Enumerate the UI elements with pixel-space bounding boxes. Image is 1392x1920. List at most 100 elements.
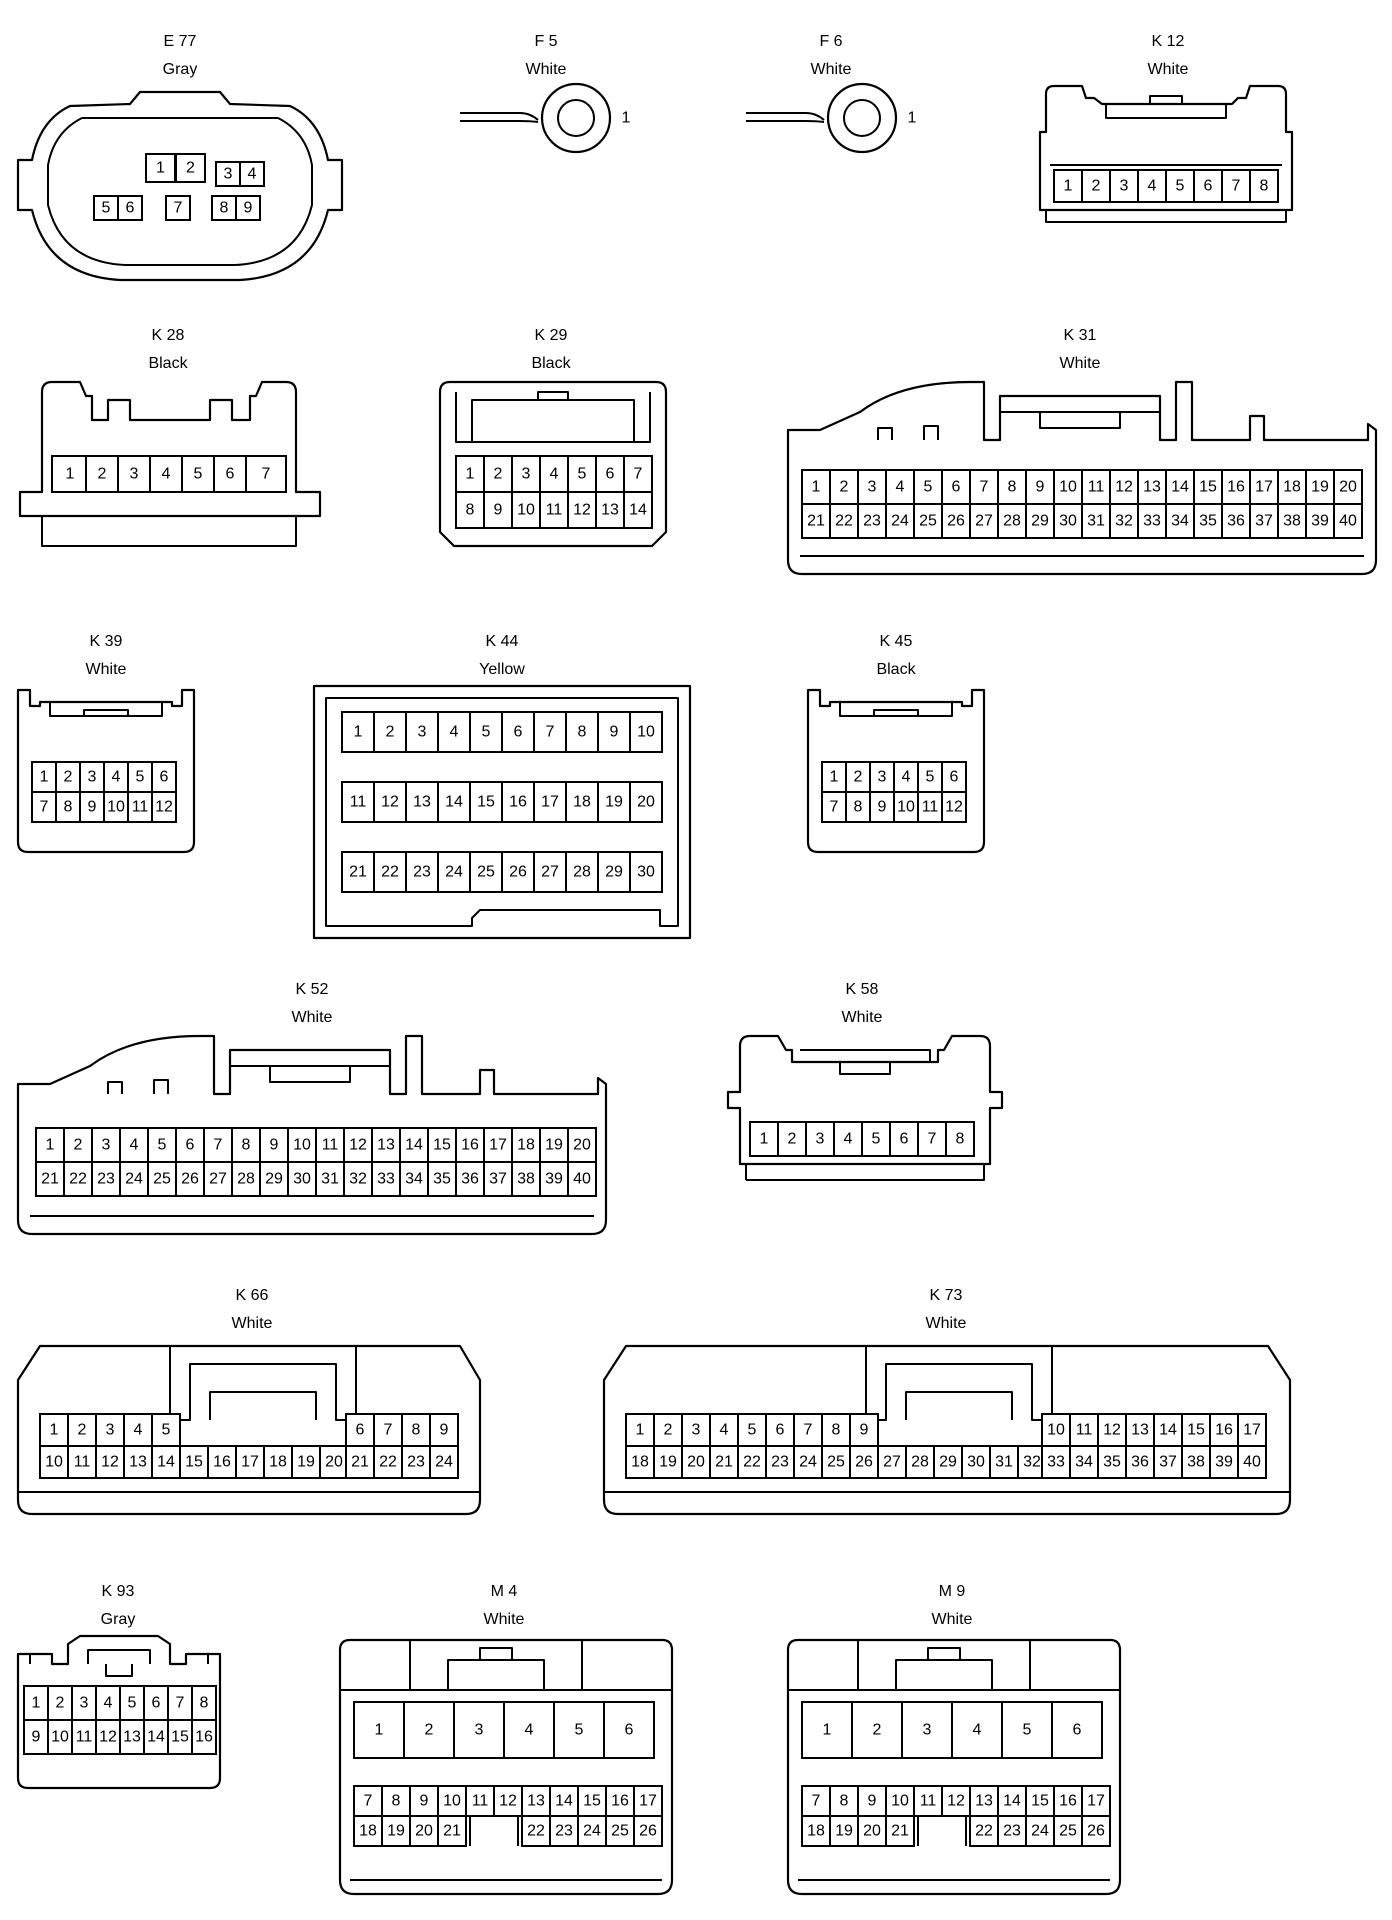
pin-cavity: [469, 711, 503, 753]
pin-number: 16: [213, 1454, 231, 1471]
pin-cavity: [401, 1413, 431, 1447]
pin-number: 7: [176, 1695, 185, 1712]
pin-number: 6: [900, 1131, 909, 1148]
pin-cavity: [501, 851, 535, 893]
pin-number: 39: [1311, 513, 1329, 530]
pin-number: 21: [41, 1171, 59, 1188]
pin-cavity: [405, 851, 439, 893]
pin-cavity: [765, 1413, 795, 1447]
pin-number: 4: [525, 1722, 534, 1739]
pin-number: 5: [136, 769, 145, 786]
pin-number: 37: [1255, 513, 1273, 530]
pin-number: 8: [412, 1422, 421, 1439]
pin-number: 11: [322, 1137, 339, 1154]
pin-number: 4: [1148, 178, 1157, 195]
pin-number: 13: [377, 1137, 395, 1154]
pin-number: 10: [897, 799, 915, 816]
pin-number: 10: [293, 1137, 311, 1154]
pin-number: 4: [896, 479, 905, 496]
pin-number: 8: [1008, 479, 1017, 496]
pin-cavity: [851, 1701, 903, 1759]
pin-number: 19: [835, 1823, 853, 1840]
connector-color: Gray: [101, 1611, 136, 1628]
pin-number: 37: [489, 1171, 507, 1188]
connector-color: White: [232, 1315, 273, 1332]
pin-cavity: [1041, 1445, 1071, 1479]
connector-color: White: [932, 1611, 973, 1628]
pin-number: 6: [625, 1722, 634, 1739]
pin-number: 8: [242, 1137, 251, 1154]
pin-number: 20: [415, 1823, 433, 1840]
connector-color: White: [1148, 61, 1189, 78]
pin-cavity: [493, 1785, 523, 1817]
pin-cavity: [533, 781, 567, 823]
pin-number: 3: [106, 1422, 115, 1439]
pin-number: 10: [517, 502, 535, 519]
connector-id: K 29: [535, 327, 568, 344]
pin-number: 23: [1003, 1823, 1021, 1840]
connector-id: F 6: [819, 33, 842, 50]
pin-number: 33: [1047, 1454, 1065, 1471]
pin-cavity: [403, 1701, 455, 1759]
pin-number: 1: [812, 479, 821, 496]
pin-number: 9: [244, 200, 253, 217]
pin-cavity: [373, 711, 407, 753]
pin-number: 1: [1064, 178, 1073, 195]
pin-number: 3: [522, 466, 531, 483]
pin-number: 25: [1059, 1823, 1077, 1840]
connector-id: K 66: [236, 1287, 269, 1304]
pin-cavity: [455, 455, 485, 493]
pin-cavity: [165, 195, 191, 221]
pin-number: 3: [102, 1137, 111, 1154]
pin-number: 29: [605, 864, 623, 881]
pin-number: 1: [466, 466, 475, 483]
pin-number: 19: [605, 794, 623, 811]
connector-id: K 12: [1152, 33, 1185, 50]
pin-number: 38: [1187, 1454, 1205, 1471]
pin-cavity: [91, 1161, 121, 1197]
pin-cavity: [951, 1701, 1003, 1759]
pin-number: 11: [922, 799, 939, 816]
pin-cavity: [91, 1127, 121, 1163]
pin-cavity: [483, 455, 513, 493]
pin-number: 8: [578, 724, 587, 741]
pin-cavity: [709, 1445, 739, 1479]
connector-id: K 28: [152, 327, 185, 344]
pin-number: 1: [66, 466, 75, 483]
pin-number: 22: [835, 513, 853, 530]
pin-number: 2: [186, 160, 195, 177]
pin-number: 10: [45, 1454, 63, 1471]
pin-number: 35: [433, 1171, 451, 1188]
pin-number: 39: [1215, 1454, 1233, 1471]
pin-number: 17: [1087, 1793, 1105, 1810]
pin-number: 36: [461, 1171, 479, 1188]
connector-color: Black: [876, 661, 916, 678]
pin-number: 3: [692, 1422, 701, 1439]
pin-number: 28: [911, 1454, 929, 1471]
pin-cavity: [47, 1685, 73, 1721]
pin-number: 6: [1073, 1722, 1082, 1739]
pin-cavity: [1051, 1701, 1103, 1759]
pin-cavity: [437, 1815, 467, 1847]
pin-cavity: [231, 1161, 261, 1197]
pin-number: 10: [51, 1729, 69, 1746]
pin-cavity: [567, 455, 597, 493]
terminal-number: 1: [908, 110, 917, 127]
pin-number: 2: [873, 1722, 882, 1739]
pin-number: 3: [878, 769, 887, 786]
pin-cavity: [1249, 169, 1279, 203]
pin-number: 11: [920, 1793, 937, 1810]
pin-cavity: [93, 195, 119, 221]
pin-cavity: [629, 851, 663, 893]
pin-number: 22: [379, 1454, 397, 1471]
pin-number: 9: [610, 724, 619, 741]
pin-number: 3: [475, 1722, 484, 1739]
pin-number: 12: [1115, 479, 1133, 496]
pin-number: 7: [214, 1137, 223, 1154]
connector-id: E 77: [164, 33, 197, 50]
